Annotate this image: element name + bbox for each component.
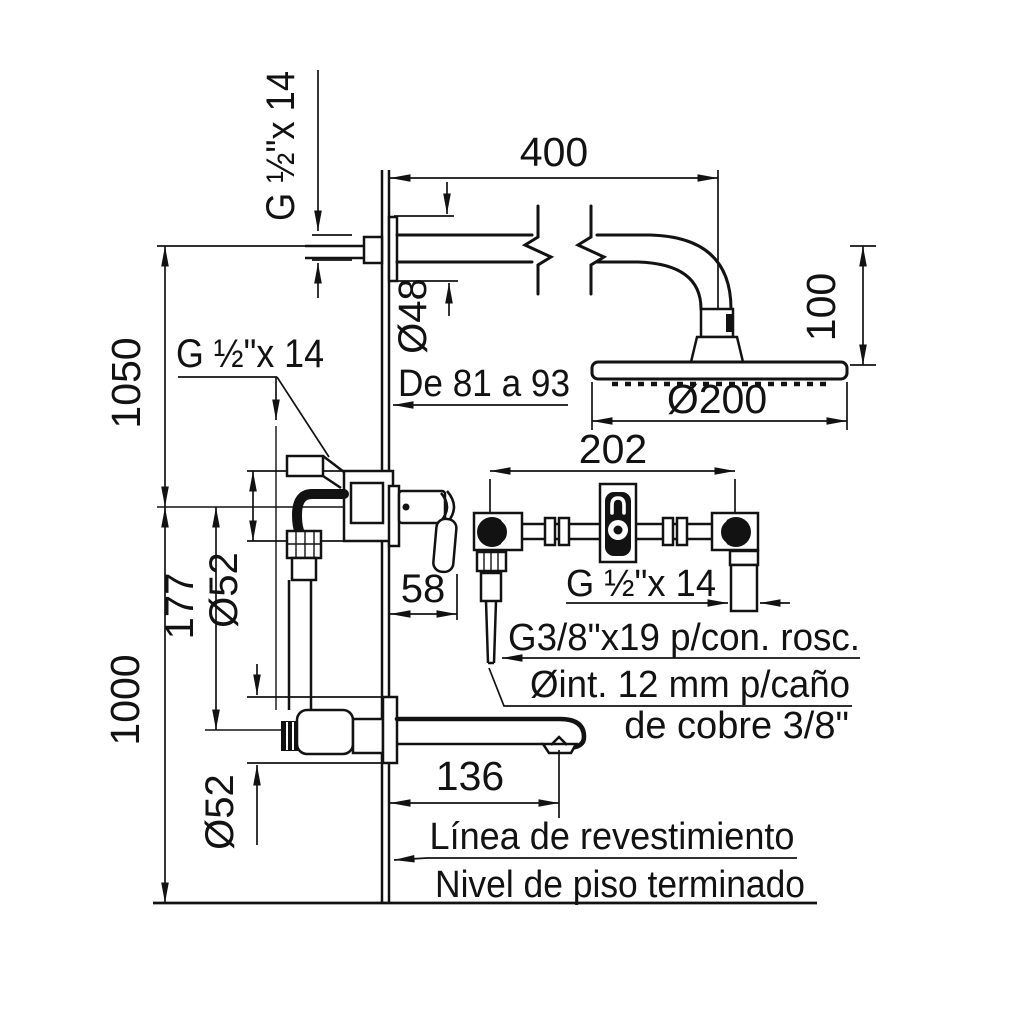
label-wall-depth-range: De 81 a 93 — [393, 363, 570, 409]
dim-shower-height-value: 1050 — [103, 337, 149, 428]
head-connector-base — [689, 335, 745, 364]
label-finish-line-value: Línea de revestimiento — [430, 816, 795, 858]
dim-valve-escutcheon-value: Ø52 — [202, 552, 246, 628]
dim-head-offset-value: 100 — [798, 273, 844, 341]
label-thread-valve: G ½"x 14 — [176, 332, 330, 710]
dim-valve-to-spout: 177 — [158, 507, 220, 730]
dim-arm-length-value: 400 — [520, 129, 588, 175]
right-adapter — [728, 549, 760, 567]
label-thread-valve-value: G ½"x 14 — [176, 332, 324, 376]
dim-spout-escutcheon-value: Ø52 — [198, 774, 242, 850]
label-thread-mixer-value: G ½"x 14 — [566, 563, 716, 605]
pipe-break-symbol — [521, 204, 555, 296]
label-adapter-spec-value: G3/8"x19 p/con. rosc. — [508, 617, 860, 659]
spout-escutcheon — [381, 695, 399, 765]
label-adapter-spec: G3/8"x19 p/con. rosc. — [502, 617, 860, 662]
pipe-break-symbol — [574, 204, 608, 296]
dim-arm-escutcheon-value: Ø48 — [391, 278, 435, 354]
valve-side-view — [285, 454, 395, 710]
handle-body — [397, 489, 447, 525]
handle-escutcheon — [387, 484, 401, 548]
handle-side-view — [387, 484, 458, 574]
label-thread-top-value: G ½"x 14 — [259, 71, 303, 221]
dim-head-diameter-value: Ø200 — [667, 376, 767, 422]
label-tube-spec-line1: Øint. 12 mm p/caño — [530, 664, 850, 706]
dim-shower-height: 1050 — [103, 246, 169, 507]
dim-handle-projection: 58 — [390, 567, 458, 620]
spout-valve — [281, 695, 399, 765]
label-wall-depth-range-value: De 81 a 93 — [398, 363, 570, 405]
bath-spout — [394, 716, 587, 755]
arm-escutcheon — [387, 215, 399, 283]
handle-screw — [402, 503, 410, 511]
dim-spout-length-value: 136 — [436, 753, 504, 799]
dim-valve-to-spout-value: 177 — [158, 573, 202, 640]
spout-valve-body — [295, 708, 355, 756]
label-tube-spec: Øint. 12 mm p/caño de cobre 3/8" — [488, 664, 852, 747]
label-thread-top: G ½"x 14 — [259, 70, 352, 298]
dim-handle-projection-value: 58 — [401, 567, 446, 611]
dim-spout-escutcheon: Ø52 — [198, 664, 397, 850]
dim-mixer-centers-value: 202 — [579, 426, 647, 472]
handle-lever — [432, 517, 458, 574]
dim-arm-escutcheon: Ø48 — [391, 182, 458, 354]
right-tail-tube — [729, 563, 759, 613]
dim-spout-length: 136 — [390, 750, 560, 818]
dim-spout-height-value: 1000 — [102, 654, 148, 745]
dim-arm-length: 400 — [390, 129, 719, 308]
label-floor-level-value: Nivel de piso terminado — [435, 864, 805, 906]
shower-head — [590, 360, 849, 387]
label-finish-line: Línea de revestimiento — [393, 816, 797, 863]
mixer-rear-view: 202 — [472, 426, 760, 665]
label-floor-level: Nivel de piso terminado — [435, 864, 805, 906]
label-tube-spec-line2: de cobre 3/8" — [624, 705, 849, 747]
dim-head-diameter: Ø200 — [591, 376, 848, 430]
label-thread-mixer: G ½"x 14 — [566, 563, 790, 607]
dim-head-offset: 100 — [798, 245, 876, 366]
shower-arm — [157, 204, 745, 364]
arm-wall-nut — [362, 235, 384, 265]
dim-spout-height: 1000 — [102, 507, 169, 903]
valve-rear-inlet — [285, 454, 325, 478]
